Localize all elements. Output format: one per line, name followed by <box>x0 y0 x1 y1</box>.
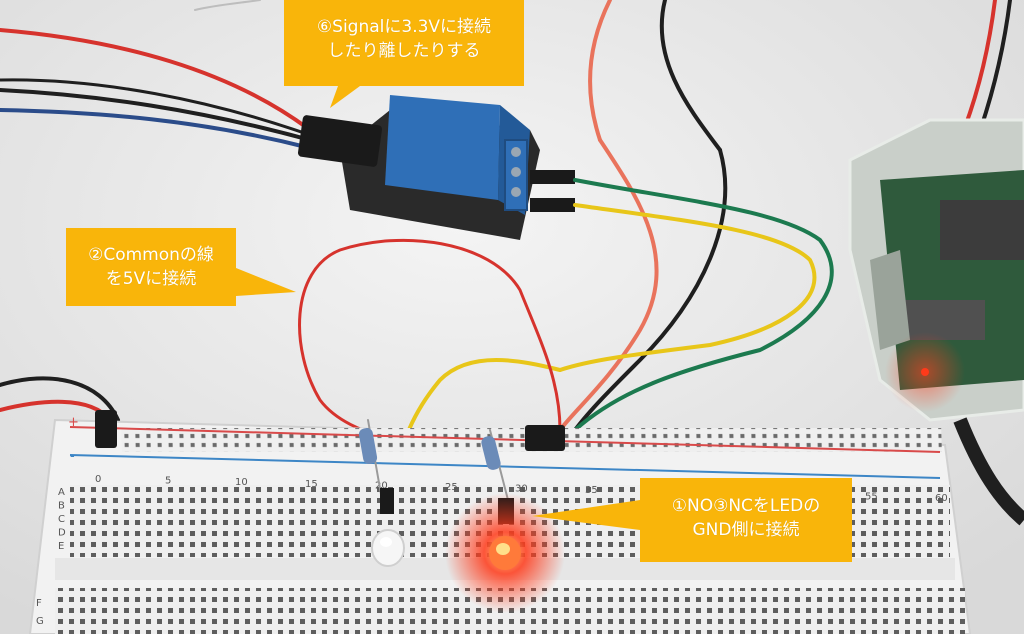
column-label-10: 10 <box>235 477 248 488</box>
row-label-b: B <box>58 501 65 512</box>
row-label-f: F <box>36 598 42 609</box>
callout-common <box>66 228 296 306</box>
callout-common-line2: を5Vに接続 <box>105 269 197 289</box>
led-off <box>371 529 405 567</box>
resistors <box>358 419 509 501</box>
callout-no-nc-line2: GND側に接続 <box>692 520 800 540</box>
callout-common-line1: ②Commonの線 <box>88 245 214 265</box>
row-label-d: D <box>58 528 66 539</box>
callout-signal-line2: したり離したりする <box>327 41 481 61</box>
callout-no-nc <box>532 478 852 562</box>
raspberry-pi-case <box>848 118 1024 526</box>
rail-plus-label: + <box>68 415 79 430</box>
row-label-e: E <box>58 541 64 552</box>
column-label-30: 30 <box>515 484 528 495</box>
callout-signal-line1: ⑥Signalに3.3Vに接続 <box>316 17 492 37</box>
column-label-5: 5 <box>165 476 171 487</box>
rail-minus-label: - <box>70 449 75 464</box>
callout-no-nc-line1: ①NO③NCをLEDの <box>671 496 821 516</box>
column-label-55: 55 <box>865 492 878 503</box>
column-label-15: 15 <box>305 479 318 490</box>
callout-common-text: ②Commonの線 を5Vに接続 <box>66 243 236 291</box>
callout-signal <box>284 0 524 108</box>
row-label-g: G <box>36 616 44 627</box>
relay-module <box>297 95 575 240</box>
column-label-20: 20 <box>375 480 388 491</box>
column-label-25: 25 <box>445 482 458 493</box>
callout-signal-text: ⑥Signalに3.3Vに接続 したり離したりする <box>284 15 524 63</box>
column-label-35: 35 <box>585 485 598 496</box>
row-label-c: C <box>58 514 65 525</box>
column-label-60: 60 <box>935 493 948 504</box>
callout-no-nc-text: ①NO③NCをLEDの GND側に接続 <box>640 494 852 542</box>
led-on <box>445 493 565 613</box>
row-label-a: A <box>58 487 65 498</box>
column-label-0: 0 <box>95 474 101 485</box>
